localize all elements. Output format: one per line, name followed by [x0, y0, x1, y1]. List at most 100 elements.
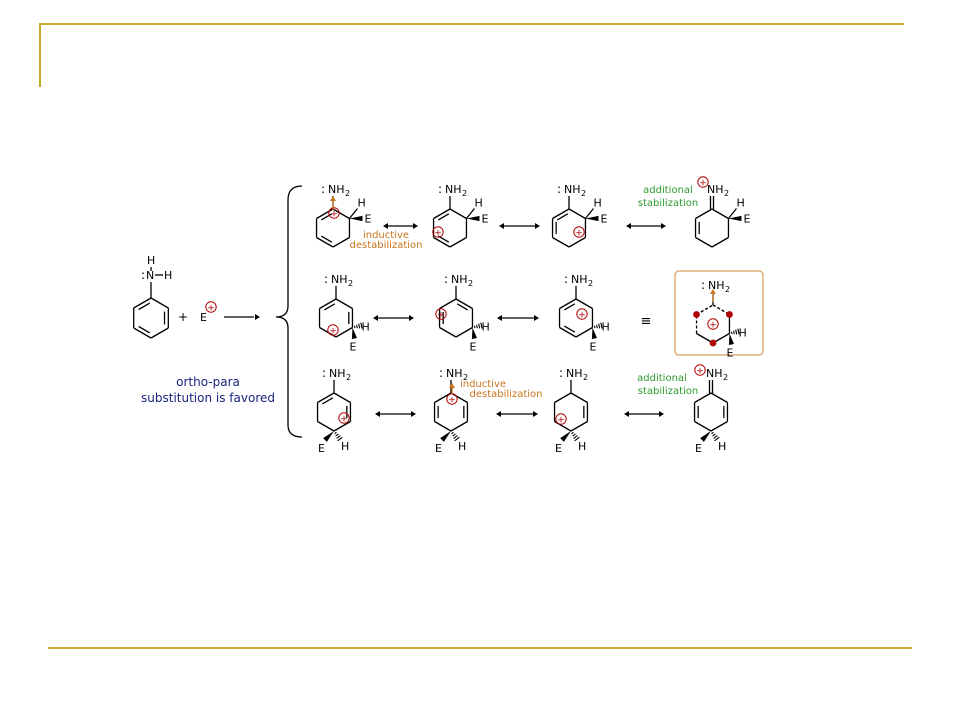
ring-double-bond [556, 213, 569, 221]
lone-pair: : [701, 278, 705, 292]
ring-double-bond [320, 235, 333, 243]
nh2-label: NH [708, 279, 725, 292]
c-e-wedge [440, 431, 451, 442]
charge-circle [694, 364, 706, 376]
ortho-e: E [743, 213, 750, 226]
aniline-h-right: H [164, 269, 172, 282]
ring-bond [570, 420, 588, 432]
nh2-label: NH [451, 273, 468, 286]
nh2-label: NH [566, 367, 583, 380]
c-h-hashed-bond [353, 322, 363, 329]
meta-e: E [349, 341, 356, 354]
c-h-hashed-bond-hash [476, 324, 478, 329]
resonance-head-left [383, 223, 388, 229]
para-h: H [341, 440, 349, 453]
electrophile-charge: + [205, 301, 217, 313]
nh2-subscript: 2 [348, 279, 353, 288]
c-h-bond [465, 208, 475, 219]
ring-positive-charge: + [446, 393, 458, 405]
ring-bond [317, 392, 335, 404]
c-h-hashed-bond [571, 431, 580, 442]
hybrid-c-h-hashed-bond-hash [737, 328, 740, 335]
lone-pair: : [324, 272, 328, 286]
ring-bond [710, 420, 728, 432]
resonance-head-right [659, 411, 664, 417]
c-e-wedge [591, 327, 598, 339]
nh2-label: NH [564, 183, 581, 196]
ring-double-bond [456, 303, 469, 311]
caption-line-1: ortho-para [176, 375, 240, 389]
nh2-label: NH [446, 367, 463, 380]
ring-bond [433, 208, 451, 220]
meta-sigma-complex-ring [558, 298, 594, 338]
ring-bond [450, 420, 468, 432]
meta-e: E [589, 341, 596, 354]
ring-double-bond [563, 303, 576, 311]
nh2-subscript: 2 [462, 189, 467, 198]
caption-line-2: substitution is favored [141, 391, 275, 405]
hybrid-c-h-hashed-bond [730, 328, 740, 335]
ring-bond [711, 236, 729, 248]
resonance-head-left [499, 223, 504, 229]
ring-bond-dashed [696, 304, 714, 316]
nh2-subscript: 2 [724, 189, 729, 198]
charge-circle [205, 301, 217, 313]
ring-bond [439, 298, 457, 310]
ring-positive-charge: + [432, 226, 444, 238]
ortho-stabilization-line-1: additional [643, 185, 693, 196]
slide-frame-top-rule [40, 23, 904, 25]
inductive-arrow-head [330, 196, 336, 201]
ring-positive-charge: + [327, 324, 339, 336]
ortho-sigma-complex-ring [694, 208, 730, 248]
slide-frame-bottom-rule [48, 647, 912, 649]
c-h-hashed-bond-hash [353, 325, 356, 329]
c-e-wedge [466, 215, 480, 222]
para-sigma-complex-ring [316, 392, 352, 432]
c-h-hashed-bond-hash [337, 436, 343, 442]
para-e: E [555, 442, 562, 455]
resonance-hybrid-box [674, 270, 764, 356]
ring-bond [694, 420, 712, 432]
ortho-sigma-complex-ring [551, 208, 587, 248]
grouping-brace [275, 185, 303, 438]
ring-bond [559, 326, 577, 338]
ortho-inductive-line-2: destabilization [350, 240, 423, 251]
lone-pair: : [438, 182, 442, 196]
charge-plus-sign: + [699, 178, 707, 188]
ring-bond [319, 298, 337, 310]
nh2-label: NH [331, 273, 348, 286]
c-h-hashed-bond-hash [600, 322, 603, 329]
ring-bond [455, 298, 473, 310]
nh2-subscript: 2 [723, 373, 728, 382]
charge-plus-sign: + [696, 366, 704, 376]
resonance-head-right [409, 315, 414, 321]
nh2-label: NH [706, 367, 723, 380]
c-h-hashed-bond-hash [360, 322, 363, 329]
ring-bond [552, 208, 570, 220]
ring-positive-charge: + [555, 413, 567, 425]
meta-e: E [469, 341, 476, 354]
c-h-hashed-bond-hash [452, 433, 456, 437]
ortho-inductive-line-1: inductive [363, 230, 409, 241]
meta-sigma-complex-ring [438, 298, 474, 338]
c-h-hashed-bond-hash [356, 324, 358, 329]
c-h-hashed-bond-hash [711, 431, 714, 435]
ring-bond [316, 236, 334, 248]
radical-dot [693, 311, 700, 318]
resonance-head-left [626, 223, 631, 229]
c-h-hashed-bond-hash [480, 322, 483, 329]
slide-frame-left-rule [39, 23, 41, 87]
c-e-wedge [471, 327, 478, 339]
charge-circle [328, 207, 340, 219]
resonance-head-right [533, 411, 538, 417]
nh2-label: NH [445, 183, 462, 196]
ortho-stabilization-line-2: stabilization [638, 198, 698, 209]
ring-double-bond [138, 302, 151, 311]
ortho-h: H [736, 197, 744, 210]
para-stabilization-line-2: stabilization [638, 386, 698, 397]
radical-dot [726, 311, 733, 318]
iminium-charge: + [697, 176, 709, 188]
radical-dot [709, 339, 717, 347]
